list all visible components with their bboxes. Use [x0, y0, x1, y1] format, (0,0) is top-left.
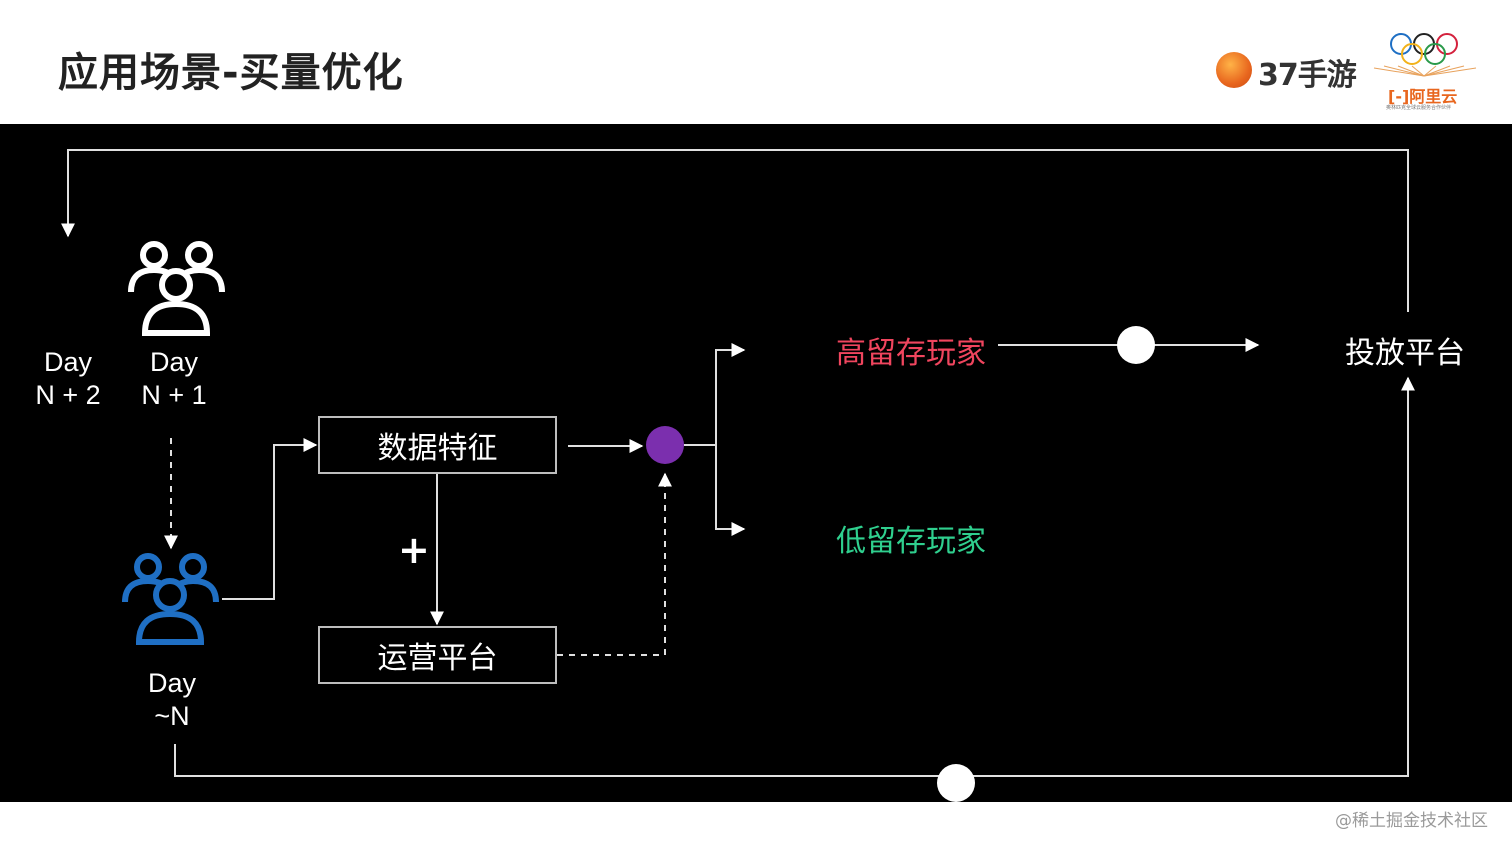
diagram-connectors [61, 149, 1415, 802]
sponsor-logo: [-]阿里云 奥林匹克全球云服务合作伙伴 [1372, 30, 1482, 120]
data-features-box: 数据特征 [318, 416, 557, 474]
ops-platform-box: 运营平台 [318, 626, 557, 684]
low-retention-label: 低留存玩家 [836, 524, 986, 559]
day-n-label: Day~N [147, 668, 196, 731]
users-to-features-arrow [222, 438, 318, 600]
ops-to-node-dashed-arrow [557, 472, 672, 656]
bottom-loop-line [174, 376, 1415, 777]
brand-logo: 37手游 [1216, 48, 1357, 93]
olympic-rings-icon [1373, 33, 1477, 77]
users-bottom-icon [122, 553, 219, 645]
sponsor-name: [-]阿里云 [1388, 87, 1458, 106]
slide-footer: @稀土掘金技术社区 [0, 802, 1512, 851]
high-retention-label: 高留存玩家 [836, 336, 986, 371]
slide-title: 应用场景-买量优化 [58, 50, 404, 96]
node-to-high-arrow [684, 343, 746, 446]
watermark: @稀土掘金技术社区 [1335, 811, 1488, 831]
brand-ball-icon [1216, 52, 1252, 88]
feedback-loop-line [61, 149, 1409, 312]
bottom-flow-node [937, 764, 975, 802]
ad-platform-label: 投放平台 [1345, 336, 1465, 371]
plus-sign: + [398, 528, 430, 572]
users-top-icon [128, 241, 225, 336]
high-flow-node [1117, 326, 1155, 364]
sponsor-subtext: 奥林匹克全球云服务合作伙伴 [1386, 105, 1452, 111]
node-to-low-arrow [715, 445, 746, 536]
join-node [646, 426, 684, 464]
slide-header: 应用场景-买量优化 37手游 [-]阿里云 奥林匹克全球云服务合作伙伴 [0, 0, 1512, 124]
brand-logo-text: 37手游 [1258, 58, 1357, 93]
